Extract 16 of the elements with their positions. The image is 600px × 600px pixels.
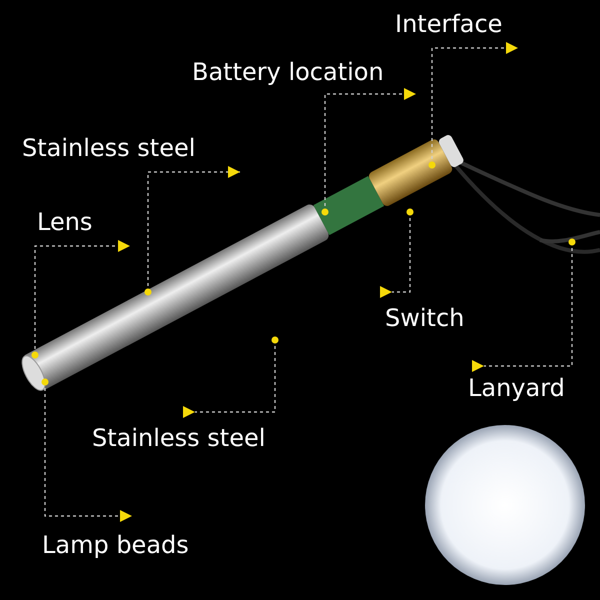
leader-line (42, 378, 132, 522)
part-label: Switch (385, 304, 464, 332)
leader-line (322, 88, 416, 216)
leader-line (144, 166, 240, 296)
leader-line (183, 336, 278, 418)
part-label: Interface (395, 10, 502, 38)
leader-line (472, 238, 576, 372)
leader-line (428, 42, 518, 168)
part-label: Battery location (192, 58, 384, 86)
leader-line (380, 208, 414, 298)
leader-line (32, 240, 130, 358)
part-label: Lamp beads (42, 531, 189, 559)
part-label: Lanyard (468, 374, 565, 402)
part-label: Stainless steel (92, 424, 266, 452)
part-label: Stainless steel (22, 134, 196, 162)
part-label: Lens (37, 208, 92, 236)
